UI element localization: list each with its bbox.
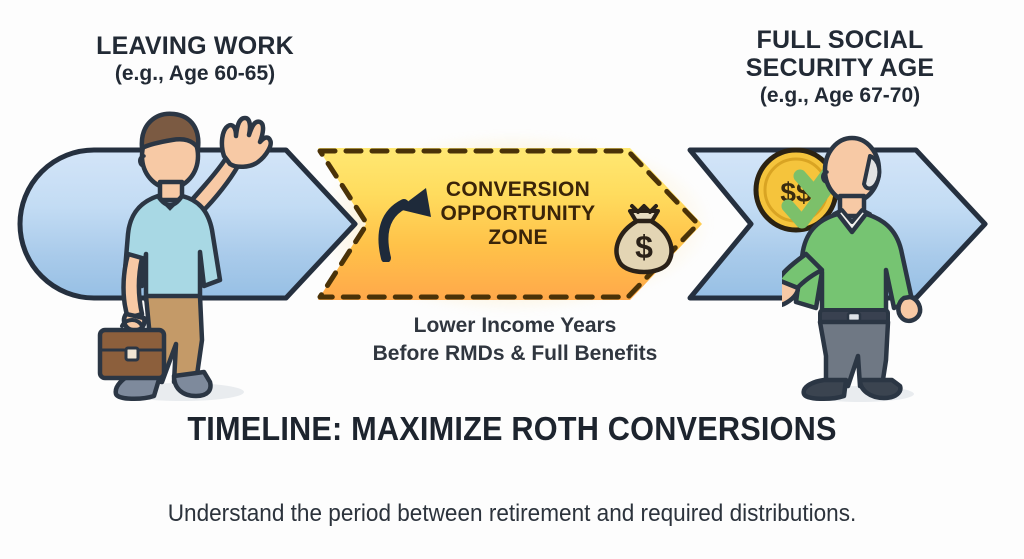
zone-label-line3: ZONE: [488, 225, 548, 249]
header-left-title: LEAVING WORK: [96, 32, 294, 60]
caption-line2: Before RMDs & Full Benefits: [372, 341, 658, 365]
conversion-zone-caption: Lower Income Years Before RMDs & Full Be…: [330, 312, 700, 367]
header-leaving-work: LEAVING WORK (e.g., Age 60-65): [45, 32, 345, 86]
header-right-subtitle: (e.g., Age 67-70): [759, 84, 921, 107]
header-full-social-security-age: FULL SOCIAL SECURITY AGE (e.g., Age 67-7…: [690, 26, 990, 108]
conversion-zone-label: CONVERSION OPPORTUNITY ZONE: [418, 178, 618, 250]
waving-worker-figure: [97, 111, 273, 401]
header-left-subtitle: (e.g., Age 60-65): [114, 62, 276, 85]
segment-outline-left: [17, 147, 358, 301]
svg-text:$: $: [635, 229, 653, 265]
segment-outline-zone: [317, 148, 701, 300]
coin-with-checkmark-badge: $$: [753, 147, 849, 233]
caption-line1: Lower Income Years: [413, 314, 617, 337]
money-bag-icon: $: [614, 204, 674, 275]
page-title: TIMELINE: MAXIMIZE ROTH CONVERSIONS: [187, 410, 837, 447]
header-right-title-line1: FULL SOCIAL: [756, 26, 924, 54]
retiree-figure: [782, 135, 923, 402]
zone-label-line1: CONVERSION: [445, 178, 591, 201]
curved-up-right-arrow-icon: [378, 188, 431, 262]
header-right-title-line2: SECURITY AGE: [745, 54, 935, 82]
footer-caption: Understand the period between retirement…: [167, 500, 857, 527]
zone-label-line2: OPPORTUNITY: [440, 201, 596, 225]
